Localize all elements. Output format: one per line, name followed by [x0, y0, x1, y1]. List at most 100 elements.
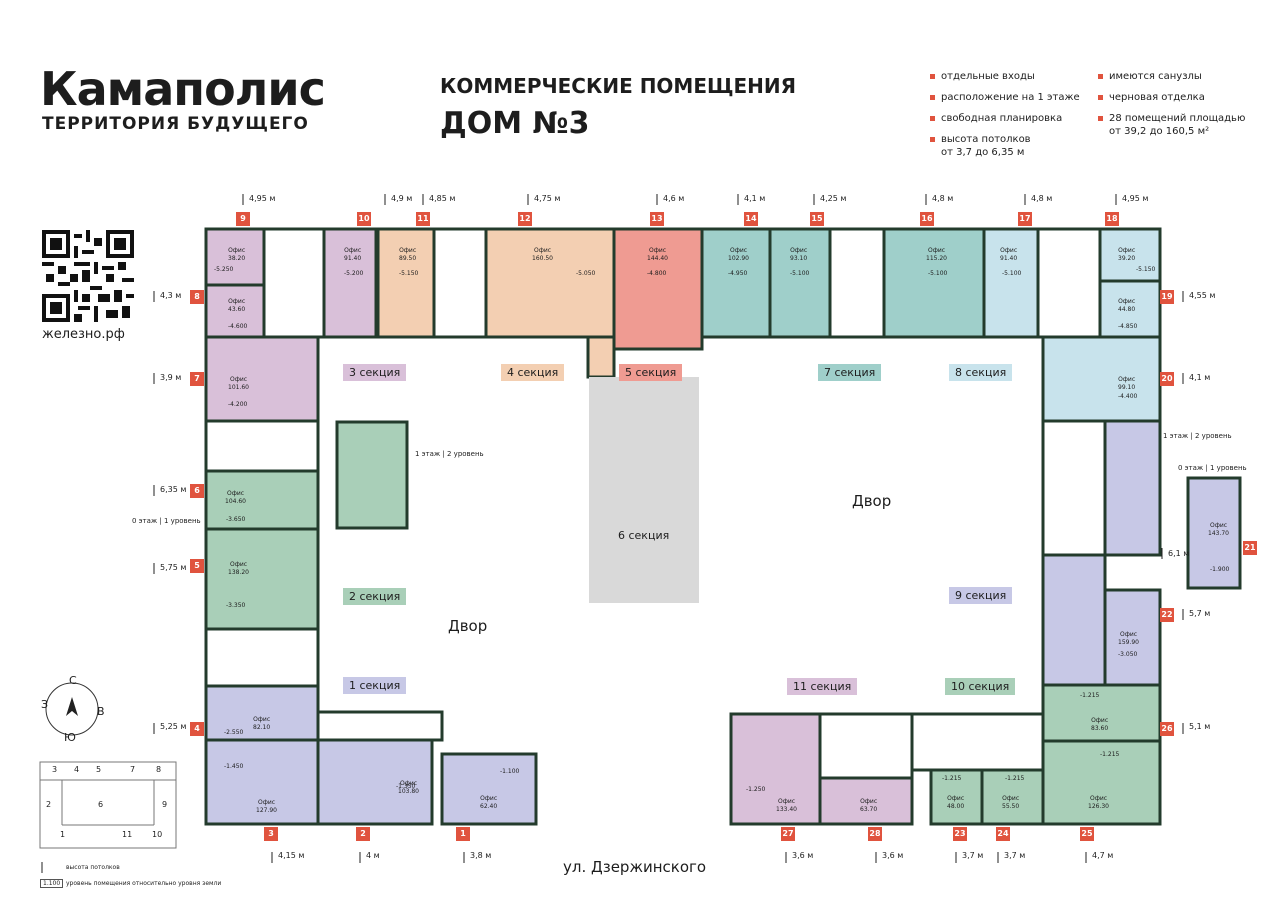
section-label-5: 5 секция [619, 364, 683, 381]
level-note: 0 этаж | 1 уровень [1178, 464, 1247, 472]
room-number-5[interactable]: 5 [190, 559, 204, 573]
building-walls [204, 227, 1242, 826]
room-19 [1098, 279, 1162, 339]
room-number-19[interactable]: 19 [1160, 290, 1174, 304]
compass-arrow [66, 697, 78, 716]
mezz-left [335, 420, 409, 530]
room-type: Офис [790, 247, 808, 254]
height-arrows [41, 194, 1184, 873]
room-number-14[interactable]: 14 [744, 212, 758, 226]
room-type: Офис [1118, 376, 1136, 383]
room-number-13[interactable]: 13 [650, 212, 664, 226]
room-number-10[interactable]: 10 [357, 212, 371, 226]
room-type: Офис [777, 798, 796, 805]
room-number-28[interactable]: 28 [868, 827, 882, 841]
room-level-6: -3.650 [226, 516, 246, 523]
mini-map-section: 6 [98, 800, 104, 809]
core-3a [262, 227, 326, 339]
compass-east: В [97, 705, 105, 718]
room-type: Офис [927, 247, 946, 254]
room-number-27[interactable]: 27 [781, 827, 795, 841]
ceiling-height-27: 3,6 м [792, 851, 814, 860]
mini-map-section: 1 [60, 830, 66, 839]
ceiling-height-18: 4,95 м [1122, 194, 1149, 203]
room-level-4: -2.550 [224, 729, 244, 736]
room-number-7[interactable]: 7 [190, 372, 204, 386]
room-number-11[interactable]: 11 [416, 212, 430, 226]
room-number-9[interactable]: 9 [236, 212, 250, 226]
room-type: Офис [1119, 631, 1138, 638]
room-number-12[interactable]: 12 [518, 212, 532, 226]
room-type: Офис [648, 247, 667, 254]
room-level-7: -4.200 [228, 401, 248, 408]
room-area: 48.00 [947, 803, 965, 810]
room-number-24[interactable]: 24 [996, 827, 1010, 841]
room-type: Офис [1002, 795, 1020, 802]
room-number-1[interactable]: 1 [456, 827, 470, 841]
mini-map-section: 5 [96, 765, 102, 774]
room-type: Офис [1118, 247, 1136, 254]
room-level-17: -5.100 [1002, 270, 1022, 277]
room-level-24: -1.215 [1005, 775, 1025, 782]
compass-ring [45, 682, 99, 736]
ceiling-height-26: 5,1 м [1189, 722, 1211, 731]
core-11a [818, 712, 914, 780]
room-number-23[interactable]: 23 [953, 827, 967, 841]
room-area: 63.70 [860, 806, 878, 813]
room-number-21[interactable]: 21 [1243, 541, 1257, 555]
mini-map-section: 7 [130, 765, 136, 774]
room-number-6[interactable]: 6 [190, 484, 204, 498]
website-link[interactable]: железно.рф [42, 327, 125, 342]
ceiling-height-5: 5,75 м [160, 563, 187, 572]
room-12 [484, 227, 616, 339]
room-number-3[interactable]: 3 [264, 827, 278, 841]
section-label-6: 6 секция [618, 529, 670, 542]
courtyard-label: Двор [852, 492, 892, 510]
mini-map-section: 8 [156, 765, 162, 774]
room-type: Офис [257, 799, 276, 806]
level-note: 0 этаж | 1 уровень [132, 517, 201, 525]
room-number-8[interactable]: 8 [190, 290, 204, 304]
room-area: 89.50 [399, 255, 417, 262]
room-number-18[interactable]: 18 [1105, 212, 1119, 226]
ceiling-height-3: 4,15 м [278, 851, 305, 860]
room-level-19: -4.850 [1118, 323, 1138, 330]
room-type: Офис [1118, 298, 1136, 305]
ceiling-height-11: 4,85 м [429, 194, 456, 203]
room-21 [1186, 476, 1242, 590]
compass-north: С [69, 674, 77, 687]
room-area: 160.50 [532, 255, 553, 262]
mini-map-section: 11 [122, 830, 133, 839]
room-number-15[interactable]: 15 [810, 212, 824, 226]
room-5 [204, 527, 320, 631]
room-number-20[interactable]: 20 [1160, 372, 1174, 386]
room-level-5: -3.350 [226, 602, 246, 609]
mini-map [39, 761, 177, 849]
room-number-22[interactable]: 22 [1160, 608, 1174, 622]
core-8a [1036, 227, 1102, 339]
room-number-17[interactable]: 17 [1018, 212, 1032, 226]
room-number-26[interactable]: 26 [1160, 722, 1174, 736]
room-level-14: -4.950 [728, 270, 748, 277]
room-area: 104.60 [225, 498, 246, 505]
ceiling-height-6: 6,35 м [160, 485, 187, 494]
room-15 [768, 227, 832, 339]
room-number-16[interactable]: 16 [920, 212, 934, 226]
room-area: 103.80 [398, 788, 419, 795]
room-number-25[interactable]: 25 [1080, 827, 1094, 841]
room-number-4[interactable]: 4 [190, 722, 204, 736]
room-number-2[interactable]: 2 [356, 827, 370, 841]
